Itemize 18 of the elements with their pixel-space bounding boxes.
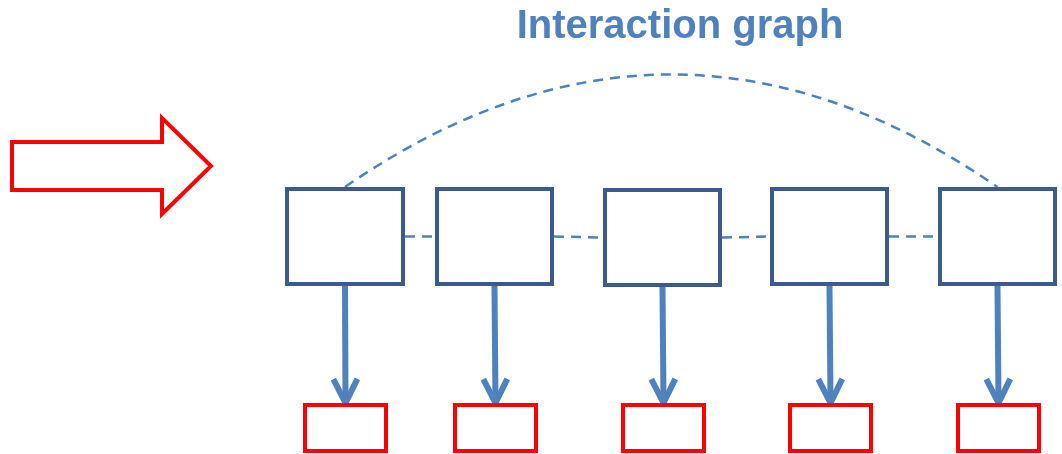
arrow bbox=[648, 286, 679, 406]
arrow bbox=[815, 285, 846, 406]
arrow bbox=[330, 286, 361, 406]
arrow bbox=[480, 285, 511, 406]
output-box bbox=[956, 403, 1041, 453]
output-box bbox=[788, 403, 873, 453]
dashed-connector bbox=[344, 73, 999, 189]
output-box bbox=[303, 403, 388, 453]
process-box bbox=[435, 187, 554, 286]
process-box bbox=[938, 187, 1057, 286]
dashed-connector bbox=[405, 235, 435, 238]
output-box bbox=[621, 403, 706, 453]
output-box bbox=[453, 403, 538, 453]
diagram-title: Interaction graph bbox=[515, 2, 845, 47]
process-box bbox=[603, 188, 722, 287]
process-box bbox=[770, 187, 889, 286]
arrow bbox=[983, 285, 1014, 406]
process-box bbox=[285, 187, 405, 286]
